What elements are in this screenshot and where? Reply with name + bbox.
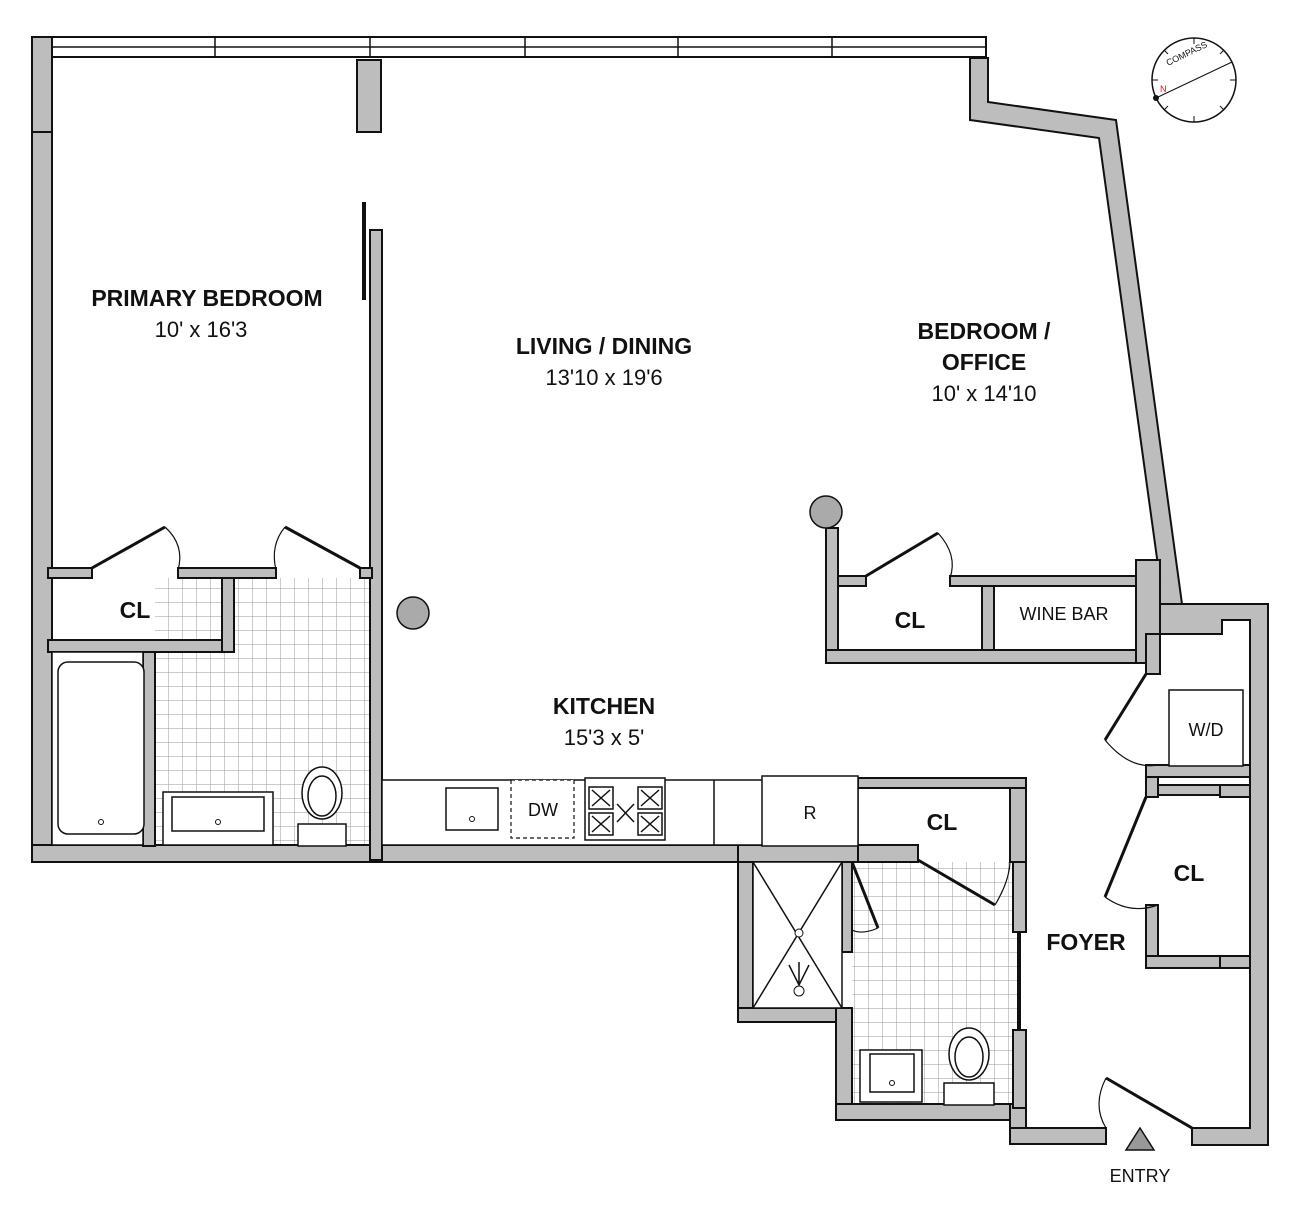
entry-arrow-icon: [1124, 1126, 1156, 1151]
foyer-closet-label: CL: [1174, 860, 1205, 886]
refrigerator-label: R: [804, 803, 817, 823]
washer-dryer-box: [1168, 689, 1244, 767]
entry-label: ENTRY: [1110, 1166, 1171, 1186]
column-living: [396, 596, 430, 630]
primary-closet-label: CL: [120, 597, 151, 623]
living-dining-name: LIVING / DINING: [516, 333, 692, 359]
bedroom-office-name-line1: BEDROOM /: [918, 318, 1052, 344]
dishwasher-label: DW: [528, 800, 558, 820]
primary-bedroom-dims: 10' x 16'3: [155, 317, 248, 342]
kitchen-counter: [381, 775, 859, 847]
bedroom-office-dims: 10' x 14'10: [931, 381, 1036, 406]
office-closet-label: CL: [895, 607, 926, 633]
walls: [31, 36, 1269, 1146]
bath-closet-label: CL: [927, 809, 958, 835]
kitchen-name: KITCHEN: [553, 693, 655, 719]
kitchen-dims: 15'3 x 5': [564, 725, 645, 750]
wine-bar-label: WINE BAR: [1019, 604, 1108, 624]
foyer-name: FOYER: [1046, 929, 1126, 955]
compass-icon: N COMPASS: [1151, 37, 1237, 123]
column-office: [809, 495, 843, 529]
primary-bedroom-name: PRIMARY BEDROOM: [91, 285, 322, 311]
doors: [91, 525, 1193, 1130]
hall-bath-fixtures: [752, 861, 995, 1106]
washer-dryer-label: W/D: [1189, 720, 1224, 740]
living-dining-dims: 13'10 x 19'6: [545, 365, 662, 390]
primary-bath-fixtures: [51, 651, 347, 847]
bedroom-office-name-line2: OFFICE: [942, 349, 1026, 375]
compass-north-label: N: [1160, 84, 1167, 94]
